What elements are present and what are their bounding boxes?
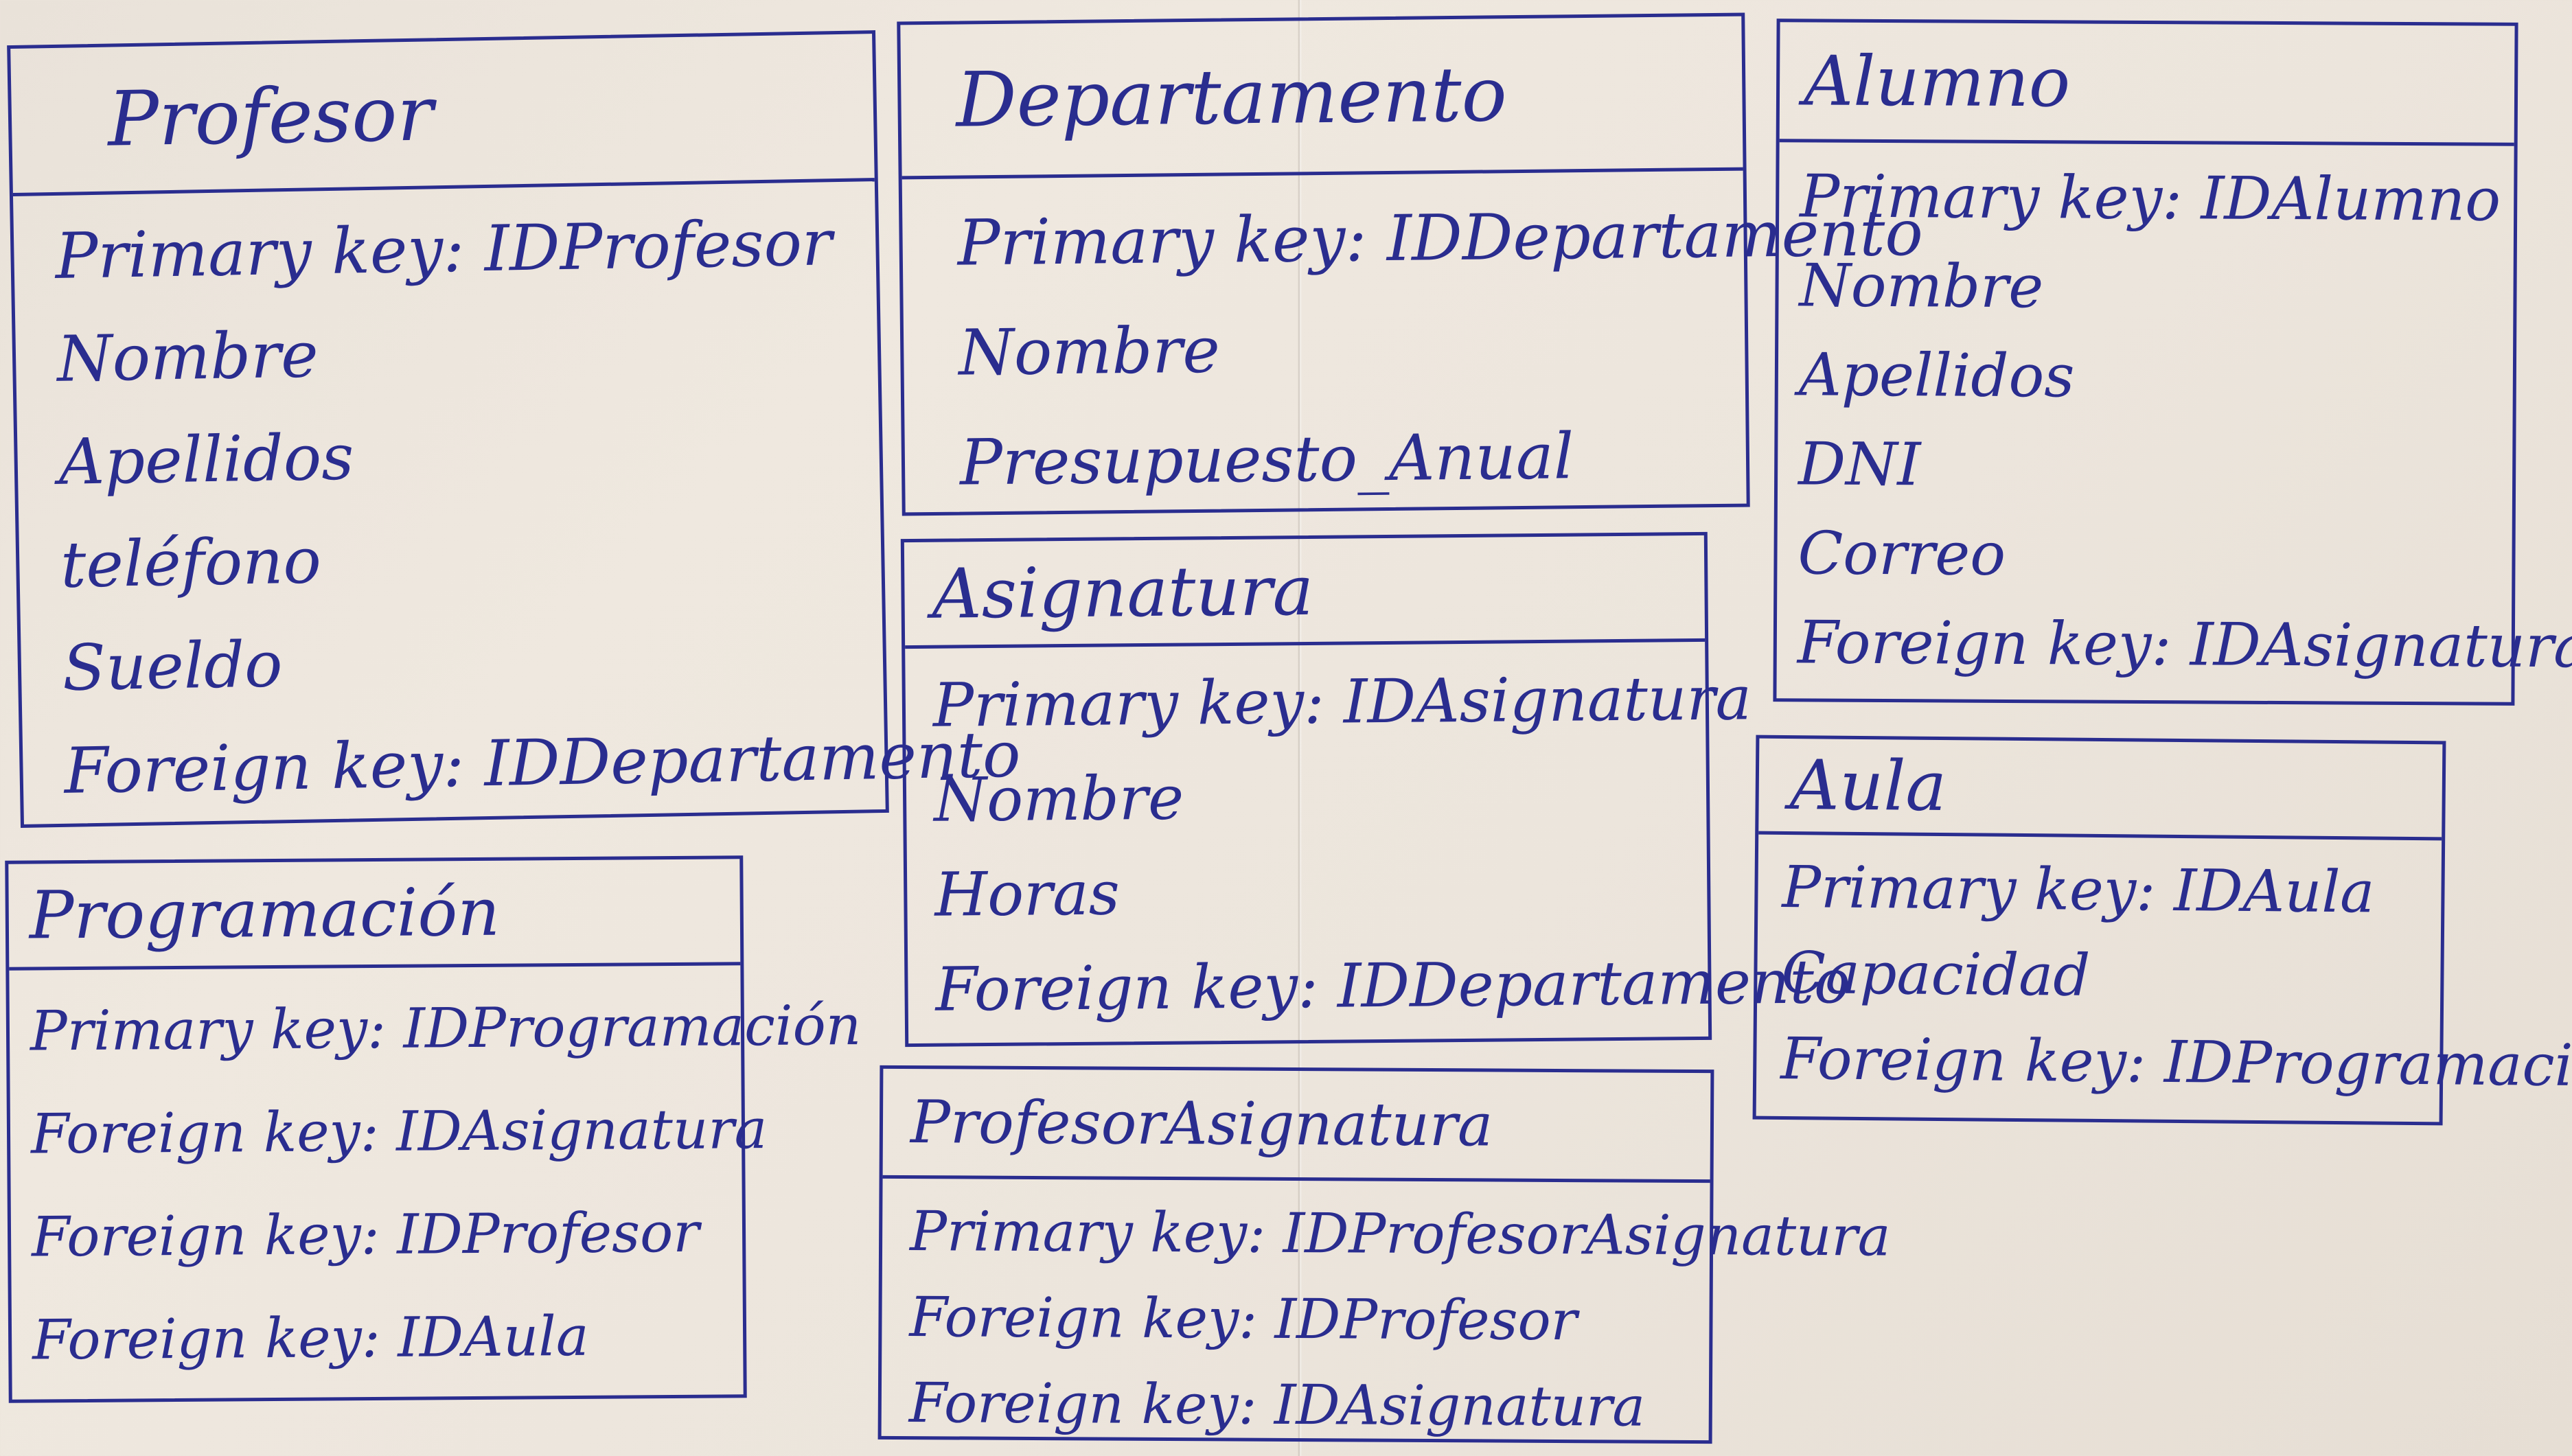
entity-field: Primary key: IDProfesorAsignatura [909,1199,1891,1269]
entity-field: Primary key: IDProgramación [30,993,862,1063]
entity-field: Foreign key: IDAsignatura [908,1371,1646,1439]
entity-title: ProfesorAsignatura [910,1087,1493,1159]
entity-title: Alumno [1803,40,2071,122]
entity-profesorasignatura: ProfesorAsignatura Primary key: IDProfes… [877,1065,1891,1444]
entity-field: Nombre [933,762,1184,835]
entity-field: Capacidad [1781,938,2091,1009]
entity-title: Aula [1789,745,1947,827]
entity-aula: Aula Primary key: IDAula Capacidad Forei… [1752,735,2572,1126]
paper-fold [1298,0,1302,1456]
entity-field: Presupuesto_Anual [959,419,1574,500]
entity-field: Nombre [1799,251,2044,322]
entity-field: Foreign key: IDProfesor [31,1200,700,1269]
entity-field: Apellidos [1798,340,2075,411]
entity-field: DNI [1798,430,1921,500]
entity-field: teléfono [60,524,322,602]
entity-field: Foreign key: IDAula [32,1304,589,1372]
entity-field: Nombre [958,313,1221,390]
entity-title: Departamento [955,50,1508,144]
entity-field: Primary key: IDAsignatura [932,662,1752,741]
entity-departamento: Departamento Primary key: IDDepartamento… [897,12,1924,516]
entity-field: Foreign key: IDAsignatura [1797,608,2572,682]
entity-field: Foreign key: IDDepartamento [935,946,1851,1025]
entity-programacion: Programación Primary key: IDProgramación… [5,855,862,1403]
entity-field: Foreign key: IDProfesor [909,1285,1578,1353]
entity-field: Foreign key: IDDepartamento [63,717,1022,808]
entity-title: Programación [29,873,501,954]
entity-field: Sueldo [62,627,284,705]
entity-asignatura: Asignatura Primary key: IDAsignatura Nom… [900,531,1851,1048]
entity-field: Horas [934,857,1121,930]
entity-title: Profesor [106,69,434,163]
entity-field: Apellidos [58,420,355,499]
entity-title: Asignatura [931,550,1314,634]
entity-field: Correo [1798,519,2006,589]
entity-alumno: Alumno Primary key: IDAlumno Nombre Apel… [1773,19,2572,706]
entity-field: Primary key: IDDepartamento [957,196,1924,280]
entity-field: Primary key: IDAlumno [1799,162,2501,235]
entity-field: Foreign key: IDAsignatura [30,1097,768,1166]
entity-field: Primary key: IDAula [1782,853,2375,926]
entity-field: Foreign key: IDProgramación [1780,1024,2572,1100]
entity-field: Nombre [56,318,319,396]
entity-field: Primary key: IDProfesor [54,206,833,293]
entity-profesor: Profesor Primary key: IDProfesor Nombre … [7,30,1022,828]
